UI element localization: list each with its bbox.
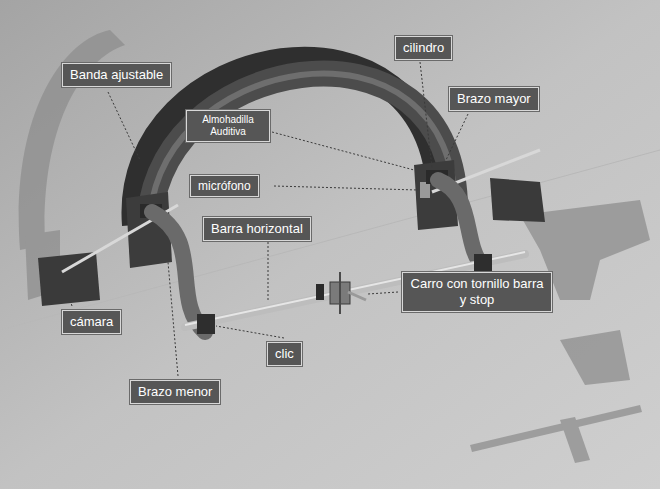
stop (316, 284, 324, 300)
screw (339, 272, 341, 314)
part-label: Barra horizontal (203, 217, 311, 241)
carriage-shadow (560, 417, 590, 463)
shadows (19, 30, 650, 463)
leader-lines (70, 62, 468, 376)
leader-line (368, 292, 398, 294)
leader-line (108, 92, 140, 160)
pad-shadow (560, 330, 630, 385)
part-label: cilindro (395, 36, 452, 60)
part-label: Brazo mayor (449, 87, 539, 111)
clip (197, 314, 215, 334)
bar-shadow (470, 405, 642, 452)
leader-line (272, 132, 414, 170)
part-label: Almohadilla Auditiva (186, 110, 270, 142)
leader-line (446, 114, 468, 160)
screw (348, 292, 366, 300)
part-label: Carro con tornillo barra y stop (402, 272, 552, 312)
part-label: Brazo menor (130, 380, 220, 404)
leader-line (70, 300, 72, 306)
part-label: Banda ajustable (62, 63, 171, 87)
microphone (420, 182, 430, 198)
camera (38, 252, 100, 306)
major-arm (438, 180, 482, 266)
part-label: micrófono (190, 175, 259, 197)
floor-edge (0, 150, 660, 330)
part-label: cámara (62, 310, 121, 334)
leader-line (420, 62, 432, 168)
part-label: clic (267, 342, 302, 366)
headband-highlight (150, 74, 455, 235)
camera (490, 178, 545, 222)
leader-line (216, 326, 284, 338)
leader-line (168, 262, 178, 376)
leader-line (268, 242, 269, 302)
headband-front (150, 74, 455, 235)
clip (474, 254, 492, 274)
leader-line (274, 186, 418, 190)
